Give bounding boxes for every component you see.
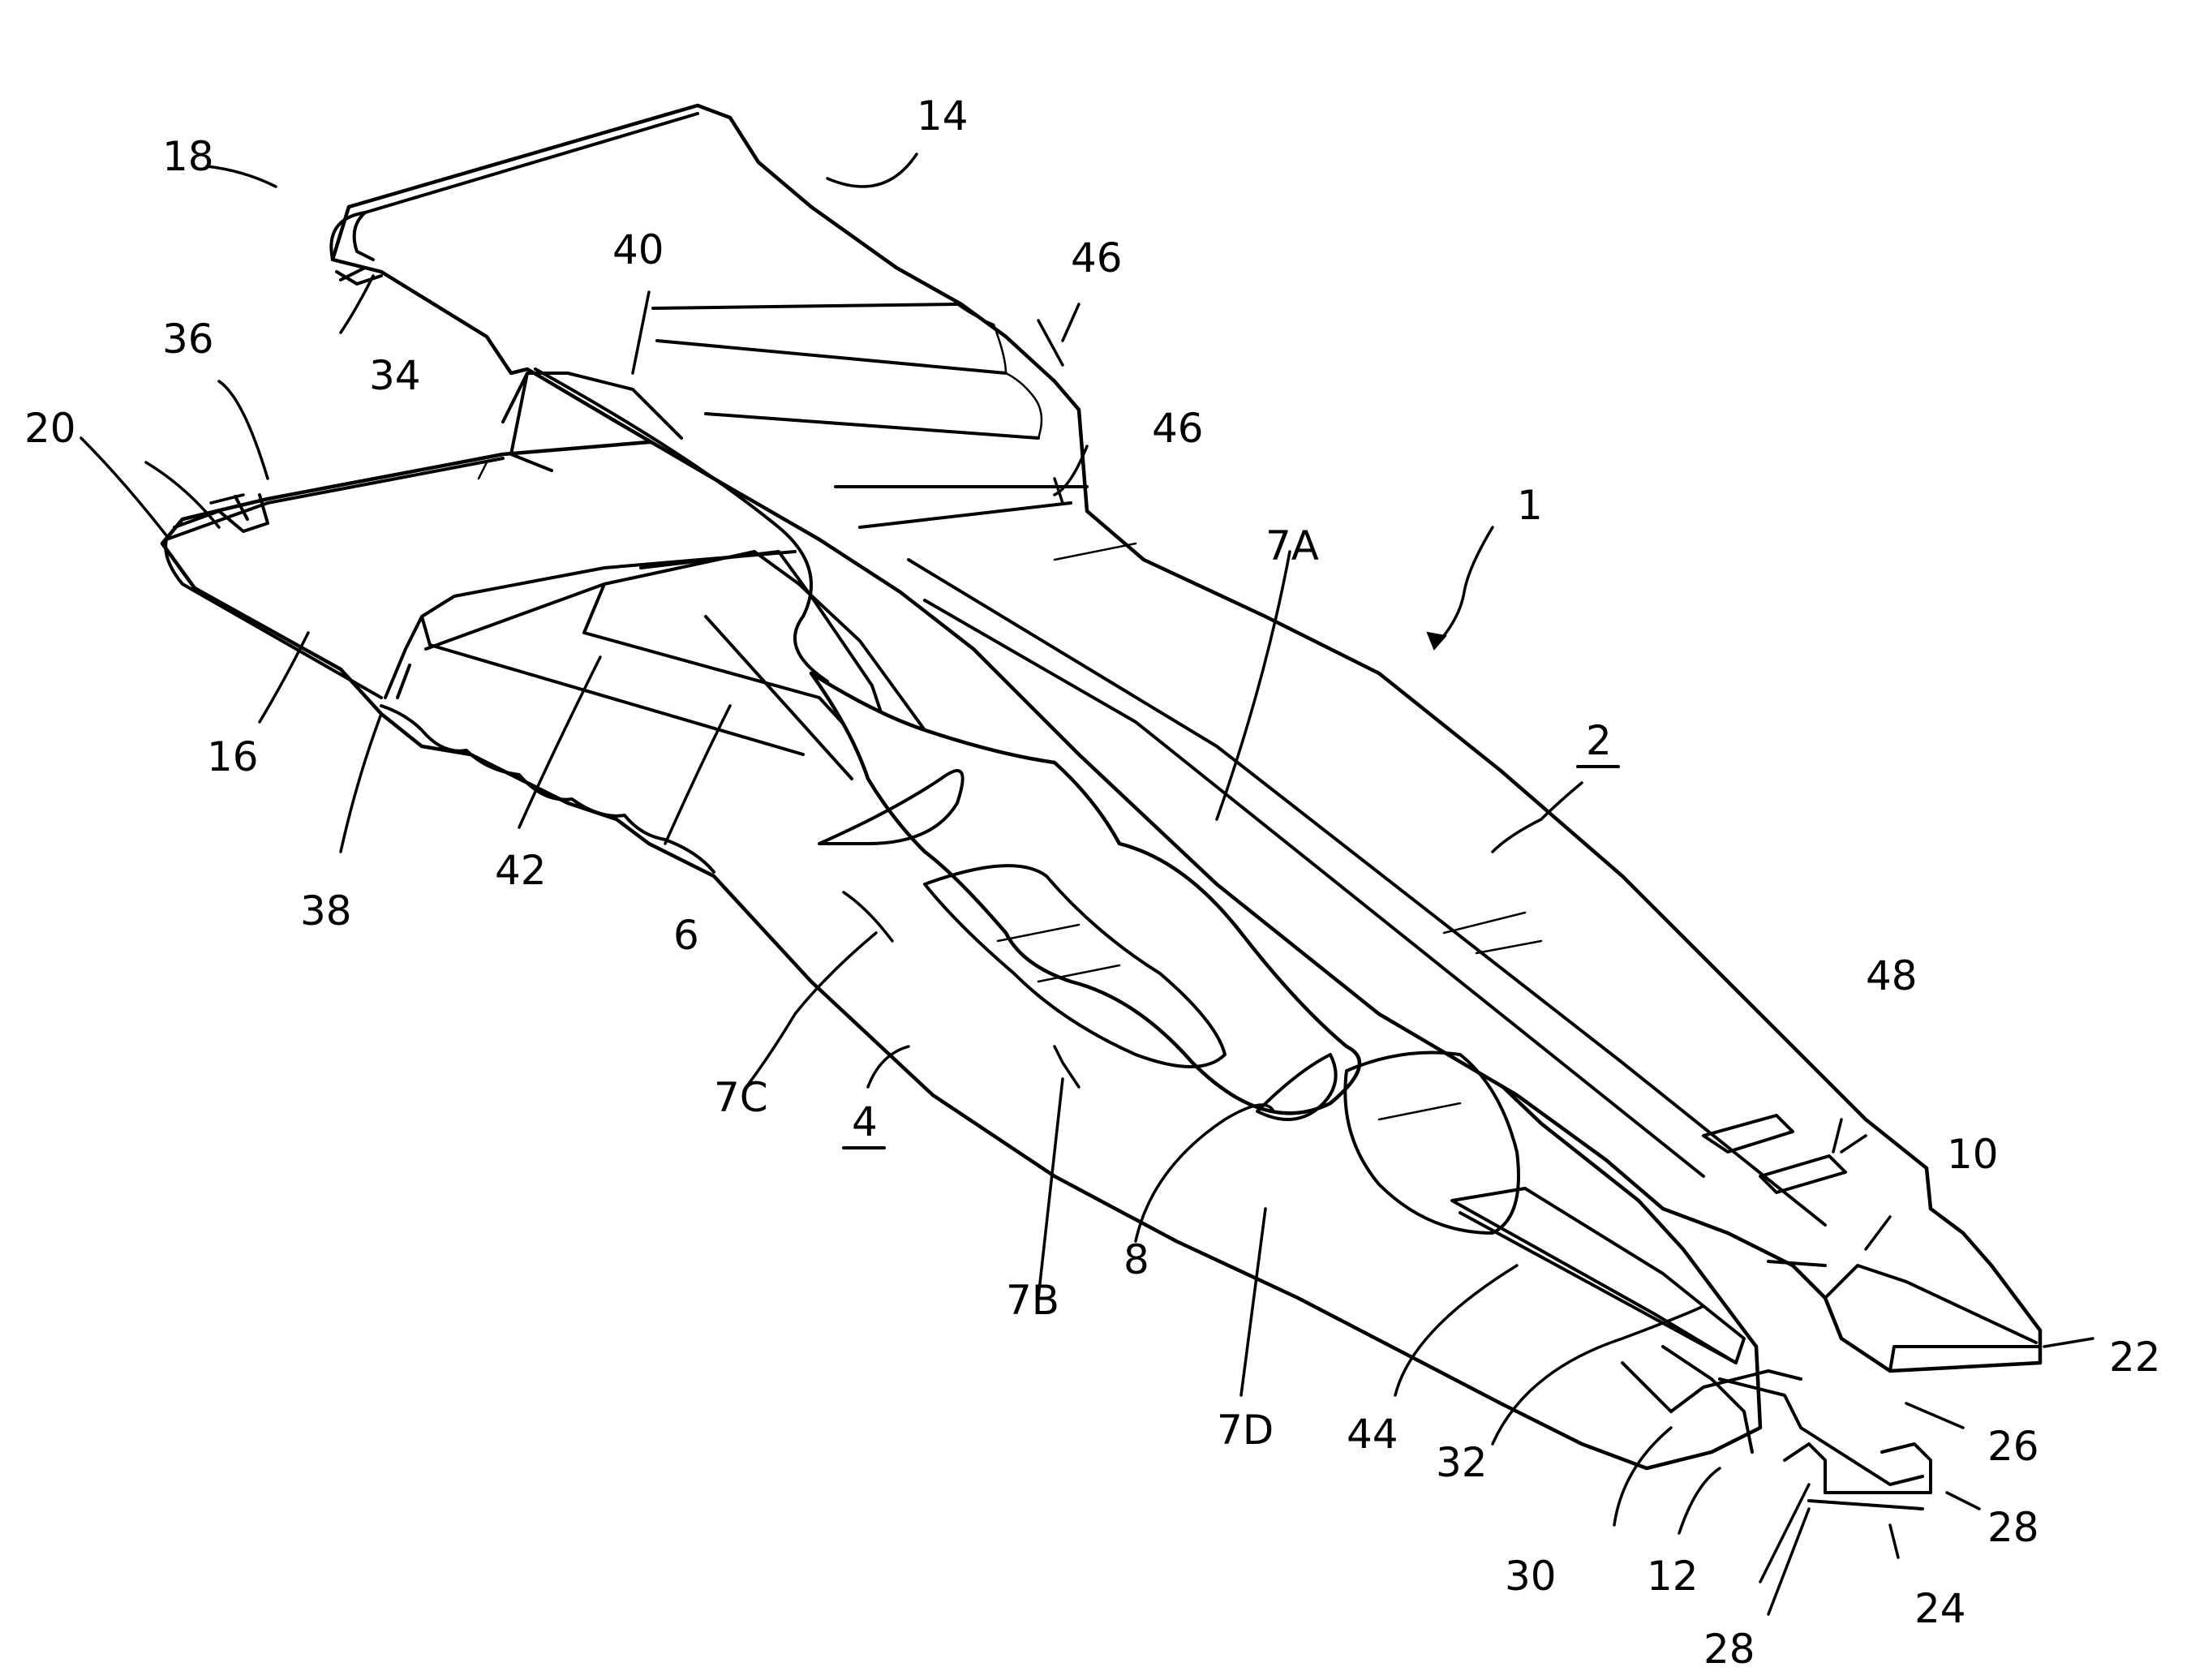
label-28-right: 28: [1987, 1504, 2039, 1551]
label-10: 10: [1947, 1131, 1999, 1178]
label-18: 18: [162, 133, 214, 180]
label-7d: 7D: [1217, 1407, 1274, 1454]
label-22: 22: [2109, 1334, 2161, 1381]
label-42: 42: [495, 847, 547, 894]
label-46-upper: 46: [1071, 234, 1123, 281]
label-46-lower: 46: [1152, 405, 1204, 452]
label-6: 6: [673, 912, 699, 959]
label-8: 8: [1123, 1236, 1149, 1283]
label-24: 24: [1914, 1585, 1966, 1632]
label-16: 16: [207, 733, 259, 780]
label-2: 2: [1586, 717, 1612, 764]
label-4: 4: [852, 1098, 878, 1145]
label-36: 36: [162, 316, 214, 363]
label-32: 32: [1436, 1439, 1488, 1486]
label-7a: 7A: [1265, 522, 1319, 569]
label-7b: 7B: [1006, 1277, 1059, 1324]
label-20: 20: [24, 405, 76, 452]
label-26: 26: [1987, 1423, 2039, 1470]
label-14: 14: [917, 92, 969, 140]
label-40: 40: [612, 226, 664, 273]
label-34: 34: [369, 352, 421, 399]
label-12: 12: [1647, 1553, 1699, 1600]
label-48: 48: [1866, 952, 1918, 999]
label-30: 30: [1505, 1553, 1557, 1600]
label-1: 1: [1517, 482, 1543, 529]
label-38: 38: [300, 887, 352, 935]
label-28-bottom: 28: [1703, 1626, 1755, 1673]
label-7c: 7C: [714, 1074, 768, 1121]
label-44: 44: [1347, 1411, 1398, 1458]
